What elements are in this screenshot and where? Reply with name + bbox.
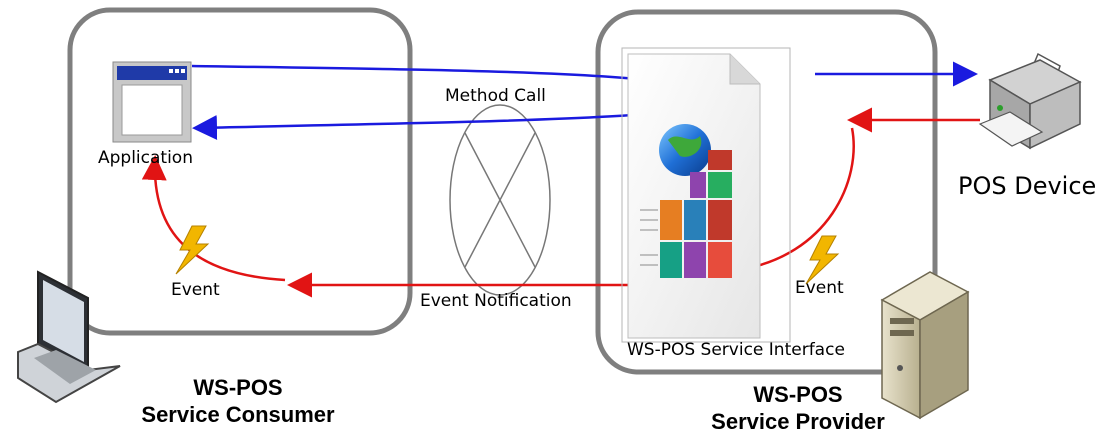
method-call-label: Method Call [445,86,546,106]
service-consumer-title: WS-POS Service Consumer [128,374,348,428]
provider-title-line2: Service Provider [711,409,885,434]
application-label: Application [98,148,193,168]
consumer-title-line1: WS-POS [193,375,283,400]
pos-printer-icon [978,52,1082,150]
provider-event-label: Event [795,278,844,298]
network-crossed-ellipse [449,104,551,296]
consumer-title-line2: Service Consumer [141,402,335,427]
service-consumer-box [67,7,413,336]
event-notification-label: Event Notification [420,291,572,311]
consumer-event-curve [141,155,286,282]
consumer-laptop-icon [17,270,121,404]
provider-server-icon [880,271,970,420]
ws-service-interface-icon [621,47,791,343]
consumer-event-icon [175,225,210,275]
service-provider-title: WS-POS Service Provider [688,381,908,435]
provider-event-curve [733,127,855,280]
consumer-event-label: Event [171,280,220,300]
service-provider-box [595,9,938,375]
application-window-icon [112,61,192,143]
service-interface-label: WS-POS Service Interface [627,340,845,360]
provider-title-line1: WS-POS [753,382,843,407]
provider-event-icon [805,235,840,285]
pos-device-label: POS Device [958,172,1097,200]
